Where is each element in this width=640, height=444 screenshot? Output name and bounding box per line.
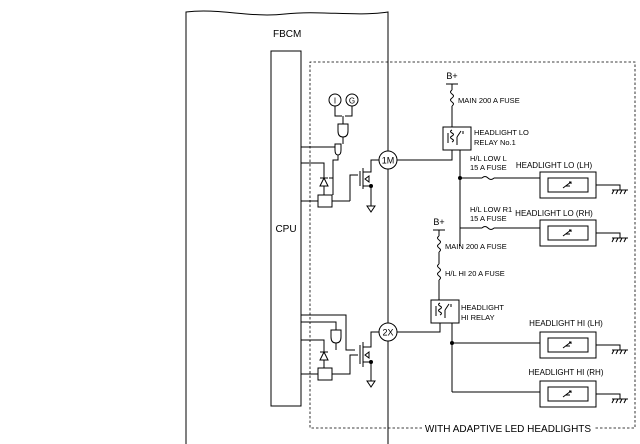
hi-relay-label-1: HEADLIGHT: [461, 303, 504, 312]
connector-1m-label: 1M: [382, 156, 395, 166]
hi-fuse-icon: [437, 263, 441, 281]
lo-driver-logic: I G: [301, 93, 382, 213]
and-gate-icon: [337, 123, 349, 138]
headlight-lo-lh-label: HEADLIGHT LO (LH): [516, 161, 593, 170]
lo-fuse-l-icon: [460, 174, 555, 180]
lo-main-fuse-label: MAIN 200 A FUSE: [458, 96, 520, 105]
hi-relay-label-2: HI RELAY: [461, 313, 495, 322]
hi-main-fuse-label: MAIN 200 A FUSE: [445, 242, 507, 251]
cpu-label: CPU: [275, 224, 296, 235]
lo-fuse-l-label-2: 15 A FUSE: [470, 163, 507, 172]
adaptive-led-boundary: [309, 61, 636, 429]
fbcm-label: FBCM: [273, 29, 301, 40]
hi-fuse-label: H/L HI 20 A FUSE: [445, 269, 505, 278]
adaptive-led-label: WITH ADAPTIVE LED HEADLIGHTS: [425, 424, 591, 435]
resistor-icon: [317, 367, 333, 381]
headlight-hi-rh-label: HEADLIGHT HI (RH): [529, 368, 604, 377]
lo-fuse-r-icon: [460, 224, 555, 230]
headlight-hi-rh-lamp: [539, 380, 628, 408]
lo-relay-label-1: HEADLIGHT LO: [474, 128, 529, 137]
and-gate-icon: [330, 329, 342, 344]
lo-relay-label-2: RELAY No.1: [474, 138, 516, 147]
ground-icon: [366, 205, 376, 213]
headlight-hi-lh-lamp: [539, 331, 628, 359]
lo-supply-label: B+: [446, 71, 457, 81]
fbcm-module-outline: [185, 10, 389, 444]
headlight-lo-rh-label: HEADLIGHT LO (RH): [515, 209, 593, 218]
hi-supply-label: B+: [433, 217, 444, 227]
headlight-lo-rh-lamp: [539, 219, 628, 247]
diode-icon: [319, 176, 329, 187]
ignition-input-label: I: [334, 97, 336, 106]
cpu-block: [270, 50, 302, 407]
main-fuse-icon: [437, 235, 441, 253]
lo-fuse-r-label-1: H/L LOW R1: [470, 205, 512, 214]
ground-icon: [366, 380, 376, 388]
ground-input-label: G: [349, 97, 355, 106]
and-gate-icon: [334, 143, 342, 156]
lo-fuse-l-label-1: H/L LOW L: [470, 154, 507, 163]
lo-fuse-r-label-2: 15 A FUSE: [470, 214, 507, 223]
headlight-lo-lh-lamp: [539, 171, 628, 199]
ground-icon: [596, 393, 628, 404]
resistor-icon: [317, 194, 333, 208]
hi-driver-logic: [301, 314, 382, 388]
main-fuse-icon: [450, 89, 454, 107]
diode-icon: [319, 350, 329, 361]
ground-icon: [596, 232, 628, 243]
ground-icon: [596, 344, 628, 355]
headlight-hi-lh-label: HEADLIGHT HI (LH): [529, 319, 603, 328]
connector-2x-label: 2X: [382, 328, 393, 338]
ground-icon: [596, 184, 628, 195]
